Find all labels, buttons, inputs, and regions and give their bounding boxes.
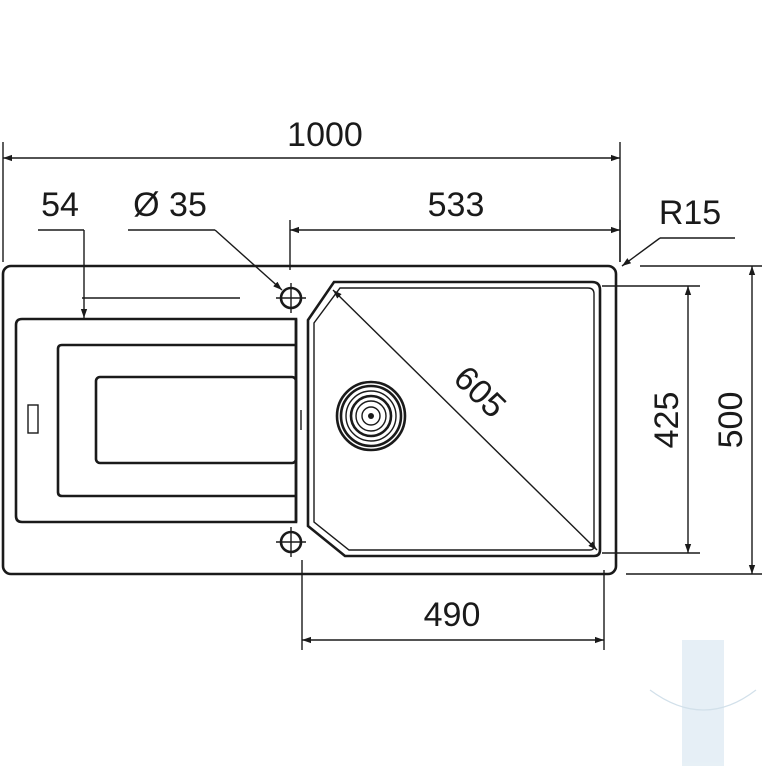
drain-icon <box>335 380 407 452</box>
dim-bowl-depth: 425 <box>602 285 700 554</box>
sink-outline <box>1 264 618 576</box>
dim-bowl-diagonal: 605 <box>332 289 598 551</box>
dim-label-corner-radius: R15 <box>659 194 721 232</box>
dim-label-bowl-depth: 425 <box>648 392 686 449</box>
dim-bowl-outer-width: 533 <box>289 186 621 270</box>
drainer-board <box>14 317 302 524</box>
dim-label-bowl-outer-width: 533 <box>428 186 485 224</box>
dim-tap-offset: 54 <box>38 186 240 318</box>
watermark-mark <box>649 640 757 766</box>
dim-corner-radius: R15 <box>621 194 735 267</box>
dim-label-bowl-width: 490 <box>424 596 481 634</box>
dim-tap-hole: Ø 35 <box>128 186 283 291</box>
tap-hole-top <box>276 283 306 313</box>
tap-hole-bottom <box>276 527 306 557</box>
bowl-outline <box>306 280 602 558</box>
sink-outer-edge <box>1 264 618 576</box>
overflow-slot <box>27 404 39 434</box>
dim-overall-width: 1000 <box>2 116 621 262</box>
dim-label-tap-offset: 54 <box>41 186 79 224</box>
dim-bowl-width: 490 <box>301 560 605 650</box>
dim-overall-depth: 500 <box>626 265 762 575</box>
dim-label-overall-depth: 500 <box>712 392 750 449</box>
dim-label-tap-hole: Ø 35 <box>133 186 207 224</box>
drainer-inner <box>94 375 298 465</box>
dim-label-overall-width: 1000 <box>287 116 363 154</box>
dim-label-bowl-diagonal: 605 <box>446 359 513 426</box>
drainer-outer <box>14 317 298 524</box>
drainer-groove <box>56 343 296 498</box>
